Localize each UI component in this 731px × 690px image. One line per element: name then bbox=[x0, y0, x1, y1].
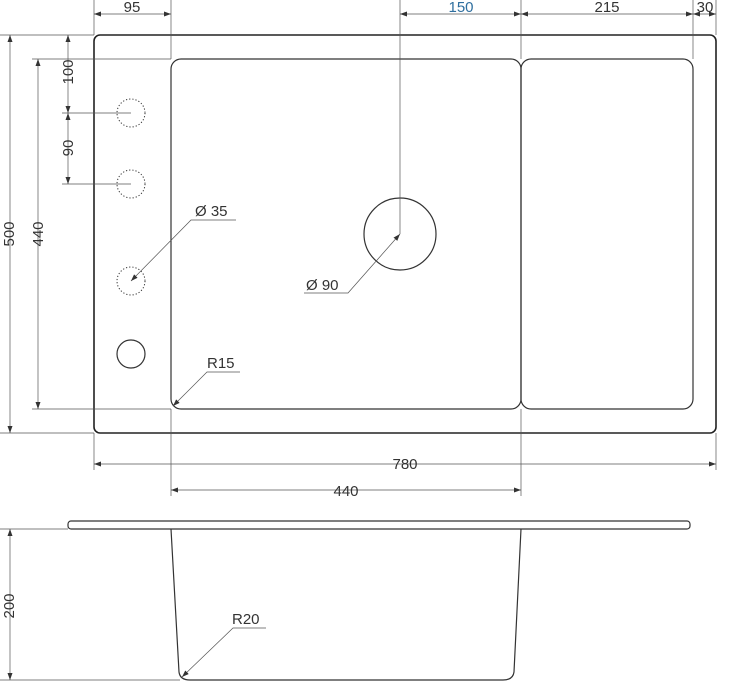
leader-bottom-corner-radius bbox=[181, 627, 266, 678]
label-bowl-corner-radius: R15 bbox=[207, 355, 235, 372]
dim-left-offset: 95 bbox=[124, 0, 141, 16]
dim-bowl-height: 200 bbox=[1, 593, 18, 618]
leader-tap-hole-diameter bbox=[130, 219, 236, 282]
dim-bowl-depth: 440 bbox=[30, 221, 47, 246]
top-view: 95 150 215 30 500 440 100 90 780 440 Ø 3… bbox=[0, 0, 717, 500]
label-drain-diameter: Ø 90 bbox=[306, 277, 339, 294]
tap-hole-4 bbox=[116, 339, 146, 369]
dim-total-depth: 500 bbox=[1, 221, 18, 246]
dim-right-margin: 30 bbox=[697, 0, 714, 16]
dim-total-width: 780 bbox=[392, 456, 417, 473]
tap-hole-1 bbox=[116, 98, 146, 128]
dim-tap-top-offset: 100 bbox=[60, 59, 77, 84]
label-tap-hole-diameter: Ø 35 bbox=[195, 203, 228, 220]
label-bottom-corner-radius: R20 bbox=[232, 611, 260, 628]
sink-outer-outline bbox=[93, 34, 717, 434]
drainboard-outline bbox=[520, 58, 694, 410]
dim-bowl-width: 440 bbox=[333, 483, 358, 500]
side-view: 200 R20 bbox=[0, 520, 691, 681]
leader-drain-diameter bbox=[304, 233, 401, 294]
dim-drainboard-width: 215 bbox=[594, 0, 619, 16]
leader-bowl-corner-radius bbox=[172, 371, 240, 407]
dim-tap-spacing: 90 bbox=[60, 140, 77, 157]
tap-hole-2 bbox=[116, 169, 146, 199]
dim-drain-offset: 150 bbox=[448, 0, 473, 16]
bowl-profile bbox=[170, 528, 522, 681]
sink-rim-profile bbox=[67, 520, 691, 530]
tap-hole-3 bbox=[116, 266, 146, 296]
